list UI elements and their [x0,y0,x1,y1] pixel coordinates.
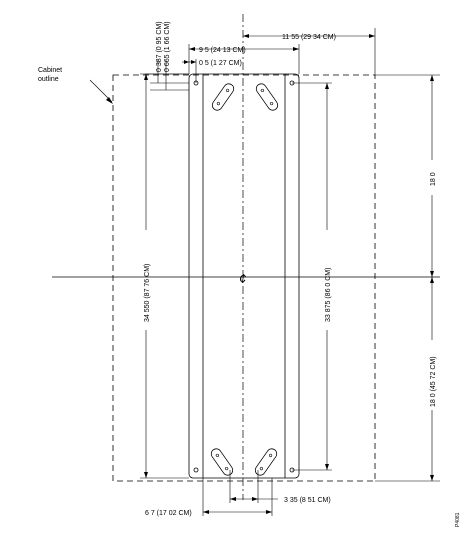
dimension-inner-height [292,82,332,471]
dimension-label-v665: 0 665 (1 66 CM) [164,21,171,72]
mounting-hole-bottom-left [193,467,199,473]
slot-bottom-left [210,448,234,476]
dimension-label-bottom-slot: 3 35 (8 51 CM) [284,497,331,504]
dimension-top-inner [188,44,300,74]
dimension-label-right-top: 18 0 [430,172,437,186]
dimension-bottom-slot [229,470,278,503]
dimension-small-offset [182,59,197,83]
dimension-label-small-offset: 0 5 (1 27 CM) [199,60,242,67]
dimension-label-bottom-width: 6 7 (17 02 CM) [145,510,192,517]
dimension-right [375,74,440,482]
dimension-label-top-outer: 11 55 (29 34 CM) [282,34,336,41]
dimension-label-top-inner: 9 5 (24 13 CM) [199,47,246,54]
cabinet-outline-label-line1: Cabinet [38,67,62,74]
cabinet-outline-label-line2: outline [38,76,59,83]
mounting-plate [188,73,300,479]
dimension-left-height [140,73,189,479]
centerline-symbol: ¢ [239,271,246,286]
dimension-top-outer [243,28,376,75]
dimension-bottom-width [202,478,273,516]
dimension-label-inner-height: 33 875 (86 0 CM) [325,268,332,322]
slot-bottom-right [254,448,278,476]
cabinet-outline [112,74,376,482]
slot-top-left [211,83,235,111]
dimension-label-left-height: 34 550 (87 76 CM) [144,264,151,322]
dimension-label-right-bottom: 18 0 (45 72 CM) [430,356,437,407]
figure-id: P4081 [455,512,461,527]
slot-top-right [255,83,279,111]
dimension-label-v337: 0 387 (0 95 CM) [156,21,163,72]
